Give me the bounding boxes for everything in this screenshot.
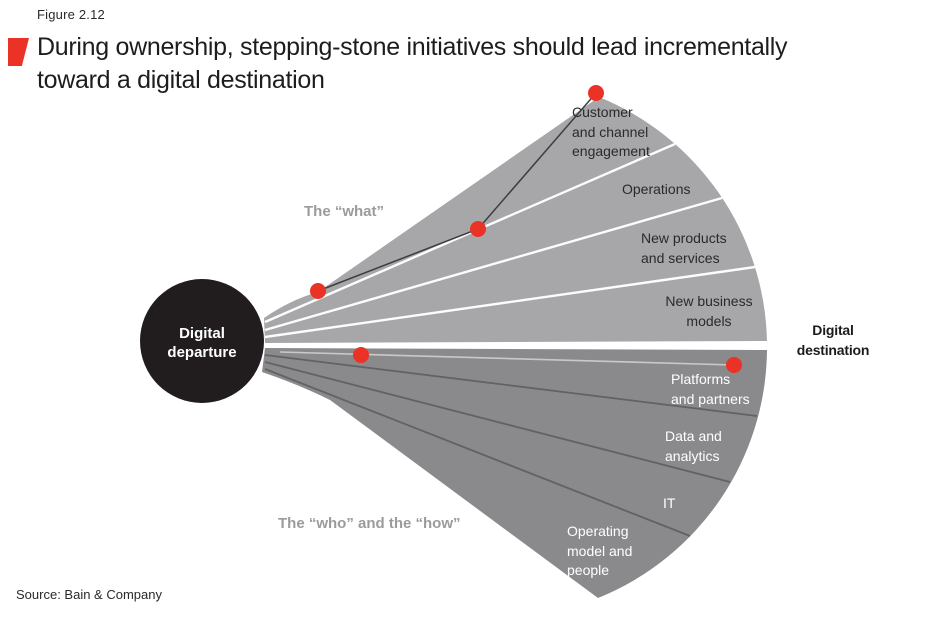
stepping-stone-dot-5 <box>726 357 742 373</box>
lower-divider-2 <box>264 361 731 483</box>
digital-destination-label: Digital destination <box>796 322 870 358</box>
stepping-stone-dot-2 <box>470 221 486 237</box>
figure-title-line1: During ownership, stepping-stone initiat… <box>37 33 788 61</box>
lower-divider-3 <box>264 368 691 537</box>
wedge-label-data-analytics: Data and analytics <box>665 428 722 464</box>
wedge-label-it: IT <box>663 495 676 511</box>
digital-departure-label: Digital departure <box>167 325 237 361</box>
source-credit: Source: Bain & Company <box>16 587 162 602</box>
wedge-label-operating-model-people: Operating model and people <box>567 523 633 578</box>
upper-divider-3 <box>264 265 756 339</box>
stepping-stone-dot-3 <box>588 85 604 101</box>
wedge-label-platforms-partners: Platforms and partners <box>671 371 750 407</box>
upper-divider-1 <box>264 142 676 324</box>
wedge-label-customer-channel-engagement: Customer and channel engagement <box>572 104 650 159</box>
figure-title-line2: toward a digital destination <box>37 66 325 94</box>
stepping-stone-dot-4 <box>353 347 369 363</box>
stepping-stone-dot-1 <box>310 283 326 299</box>
figure-title: During ownership, stepping-stone initiat… <box>37 31 942 97</box>
figure-number: Figure 2.12 <box>37 7 105 22</box>
group-label-the-who-how: The “who” and the “how” <box>278 515 461 532</box>
lower-fan-sector <box>262 348 767 598</box>
wedge-label-new-products-services: New products and services <box>641 230 727 266</box>
digital-departure-circle <box>140 279 264 403</box>
wedge-label-operations: Operations <box>622 181 691 197</box>
lower-divider-1 <box>264 354 758 417</box>
upper-divider-2 <box>264 196 723 332</box>
wedge-label-new-business-models: New business models <box>665 293 753 329</box>
group-label-the-what: The “what” <box>304 203 385 220</box>
